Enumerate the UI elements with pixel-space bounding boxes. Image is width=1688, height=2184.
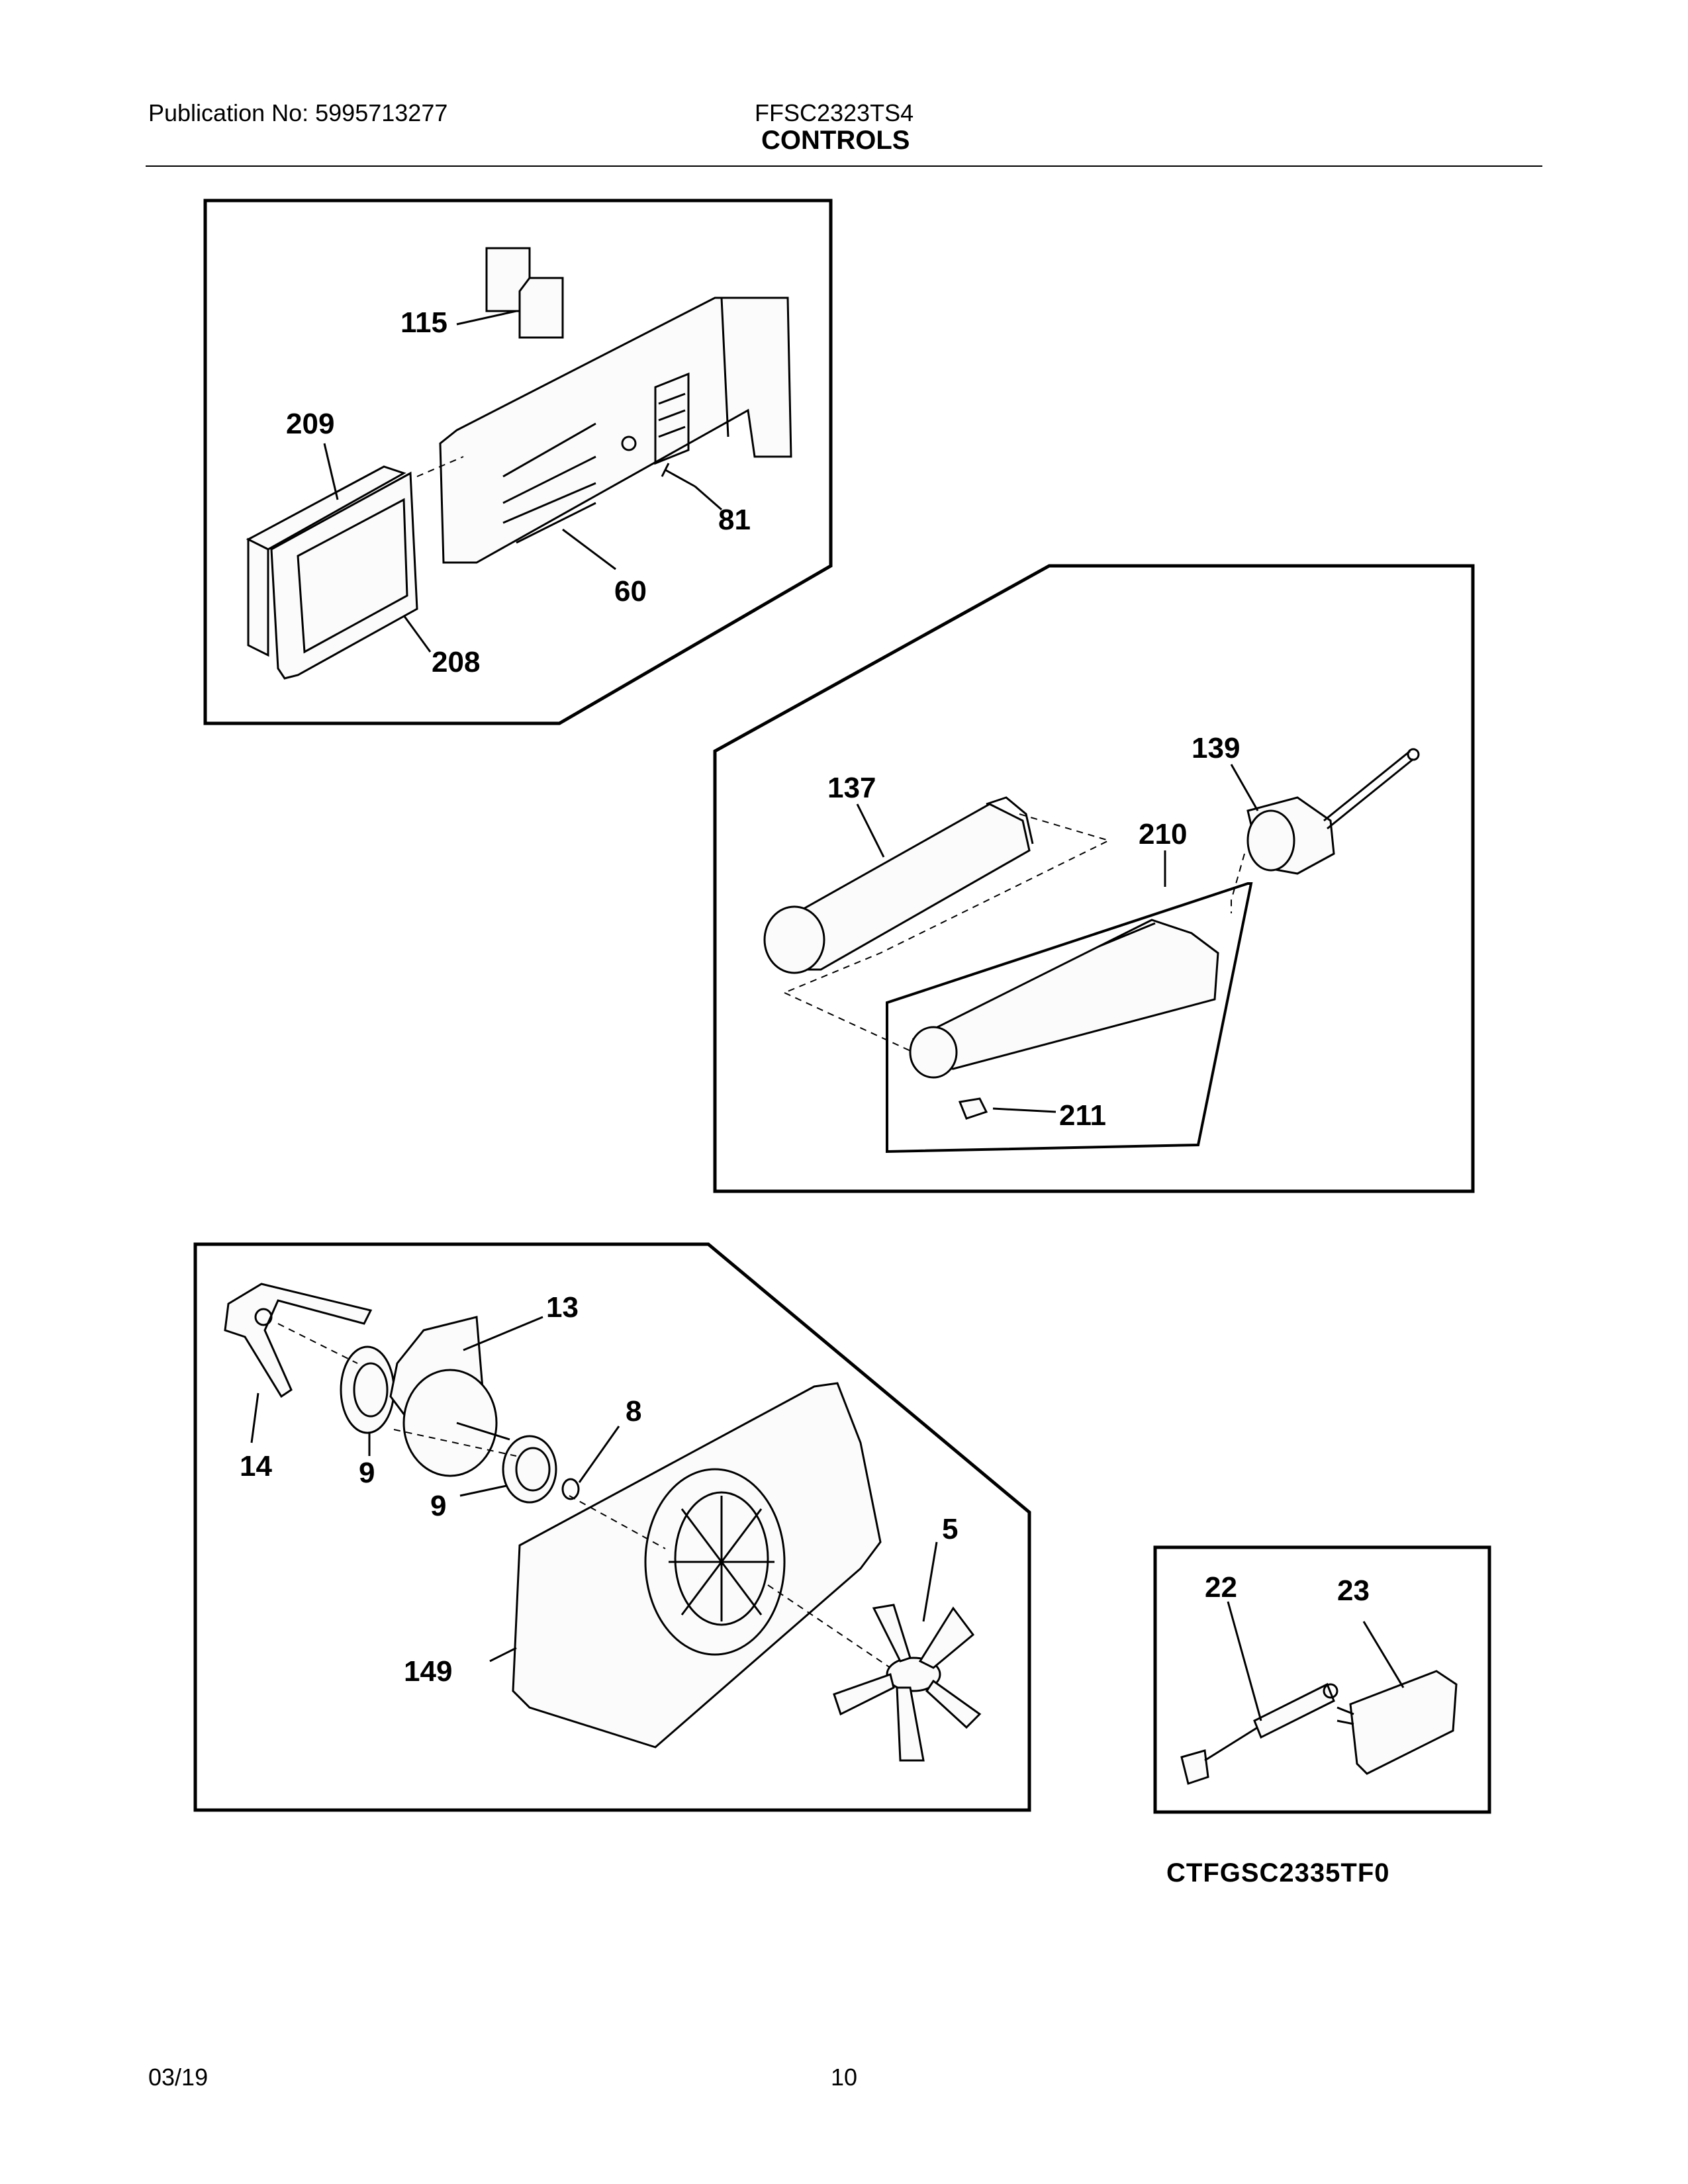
part-9-lower-drawing [502, 1435, 557, 1504]
callout-137: 137 [827, 772, 876, 804]
callout-8: 8 [626, 1395, 641, 1428]
part-23-drawing [1336, 1670, 1458, 1775]
callout-22: 22 [1205, 1571, 1237, 1604]
callout-211: 211 [1059, 1099, 1106, 1132]
panel-water-filter [713, 564, 1475, 1193]
callout-13: 13 [546, 1291, 579, 1324]
panel-light-assembly [1153, 1545, 1491, 1814]
header-rule [146, 165, 1542, 167]
publication-number: Publication No: 5995713277 [148, 99, 448, 126]
panel-control-housing [203, 199, 833, 725]
callout-210: 210 [1139, 818, 1187, 850]
part-210-drawing [886, 882, 1253, 1154]
panel-fan-assembly [193, 1242, 1031, 1812]
callout-139: 139 [1192, 732, 1240, 764]
callout-81: 81 [718, 504, 751, 536]
part-139-drawing [1246, 748, 1420, 875]
callout-209: 209 [286, 408, 334, 440]
part-211-drawing [958, 1097, 988, 1120]
callout-115: 115 [400, 306, 447, 339]
footer-date: 03/19 [148, 2064, 209, 2091]
part-137-drawing [763, 796, 1034, 974]
callout-14: 14 [240, 1450, 272, 1482]
part-81-drawing [661, 463, 696, 488]
part-5-drawing [833, 1604, 982, 1762]
model-number: FFSC2323TS4 [755, 99, 914, 126]
page-number: 10 [831, 2064, 858, 2091]
part-208-209-drawing [246, 465, 418, 680]
part-149-drawing [512, 1382, 882, 1749]
callout-208: 208 [432, 646, 480, 678]
callout-9-upper: 9 [359, 1457, 375, 1489]
part-60-drawing [439, 296, 792, 564]
section-title: CONTROLS [761, 126, 910, 155]
callout-60: 60 [614, 575, 647, 608]
callout-9-lower: 9 [430, 1490, 446, 1522]
reference-code: CTFGSC2335TF0 [1166, 1858, 1390, 1888]
part-14-drawing [224, 1283, 373, 1398]
part-22-drawing [1180, 1682, 1338, 1785]
part-115-drawing [485, 247, 564, 339]
callout-23: 23 [1337, 1574, 1370, 1607]
part-9-upper-drawing [340, 1345, 395, 1434]
callout-5: 5 [942, 1513, 958, 1545]
part-8-drawing [561, 1478, 580, 1500]
callout-149: 149 [404, 1655, 452, 1688]
part-13-drawing [389, 1316, 510, 1477]
